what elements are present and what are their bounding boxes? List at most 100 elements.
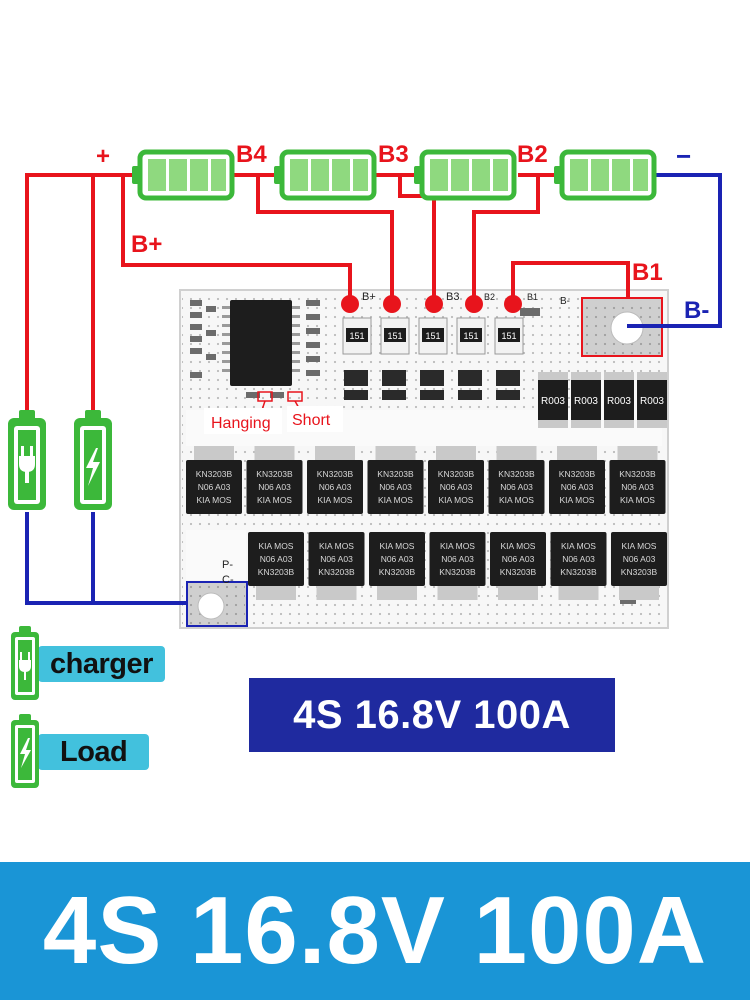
legend-label-charger: charger — [38, 646, 165, 682]
mosfet-marking: N06 A03 — [320, 554, 353, 564]
footer-title: 4S 16.8V 100A — [42, 877, 708, 984]
mosfet-marking: KN3203B — [560, 567, 597, 577]
resistor: 151 — [456, 317, 486, 355]
mosfet-marking: KN3203B — [559, 469, 596, 479]
board-b-plus-label: B+ — [362, 291, 376, 303]
resistor: 151 — [342, 317, 372, 355]
load-icon — [74, 410, 112, 510]
mosfet-marking: KIA MOS — [318, 495, 353, 505]
mosfet-marking: N06 A03 — [381, 554, 414, 564]
board-b2-label: B2 — [484, 292, 495, 302]
mosfet-marking: KN3203B — [258, 567, 295, 577]
board-p-minus-label: P- — [222, 559, 233, 571]
bms-ic-chip — [222, 300, 300, 386]
board-b3-label: B3 — [446, 291, 459, 303]
resistor: 151 — [494, 317, 524, 355]
mosfet-marking: N06 A03 — [260, 554, 293, 564]
shunt-resistor: R003 — [637, 372, 667, 428]
legend-item-load: Load — [10, 714, 150, 790]
mosfet-marking: KIA MOS — [259, 541, 294, 551]
mosfet-marking: N06 A03 — [621, 482, 654, 492]
mosfet-marking: N06 A03 — [379, 482, 412, 492]
battery-cell — [414, 149, 517, 201]
b3-label: B3 — [378, 141, 409, 168]
shunt-code: R003 — [640, 396, 664, 407]
mosfet-marking: KN3203B — [377, 469, 414, 479]
shunt-resistor: R003 — [538, 372, 568, 428]
mosfet-marking: N06 A03 — [500, 482, 533, 492]
bms-wiring-diagram: 151 151 151 151 151 R003 — [8, 141, 722, 629]
mosfet-marking: KIA MOS — [622, 541, 657, 551]
legend-label-load: Load — [38, 734, 150, 770]
mosfet-marking: KN3203B — [196, 469, 233, 479]
mosfet-marking: KN3203B — [317, 469, 354, 479]
mosfet-marking: KIA MOS — [380, 541, 415, 551]
resistor-code: 151 — [349, 331, 364, 341]
shunt-code: R003 — [541, 396, 565, 407]
charger-icon — [8, 410, 46, 510]
resistor-row: 151 151 151 151 151 — [342, 317, 524, 355]
battery-cell — [274, 149, 377, 201]
short-label: Short — [292, 412, 331, 429]
mosfet-marking: N06 A03 — [502, 554, 535, 564]
board-b1-label: B1 — [527, 292, 538, 302]
mosfet-marking: KN3203B — [619, 469, 656, 479]
mosfet-marking: KIA MOS — [620, 495, 655, 505]
mosfet-marking: KN3203B — [438, 469, 475, 479]
p-minus-pad — [186, 581, 248, 627]
footer-banner: 4S 16.8V 100A — [0, 862, 750, 1000]
mosfet-marking: KN3203B — [318, 567, 355, 577]
board-c-minus-label: C- — [222, 574, 234, 586]
b-plus-label: B+ — [131, 231, 162, 258]
mosfet-marking: KIA MOS — [560, 495, 595, 505]
shunt-resistor: R003 — [571, 372, 601, 428]
mosfet-marking: KIA MOS — [378, 495, 413, 505]
mosfet-marking: N06 A03 — [440, 482, 473, 492]
resistor: 151 — [380, 317, 410, 355]
resistor-code: 151 — [463, 331, 478, 341]
resistor-code: 151 — [425, 331, 440, 341]
mosfet-marking: KN3203B — [500, 567, 537, 577]
battery-cell — [132, 149, 235, 201]
lightning-icon — [11, 714, 39, 788]
mosfet-marking: KIA MOS — [319, 541, 354, 551]
plus-terminal-label: + — [96, 143, 110, 170]
resistor-code: 151 — [501, 331, 516, 341]
board-b-minus-label: B- — [560, 296, 570, 307]
small-transistors — [344, 370, 520, 400]
mosfet-marking: KIA MOS — [501, 541, 536, 551]
b1-label: B1 — [632, 259, 663, 286]
minus-terminal-label: − — [676, 141, 691, 171]
shunt-code: R003 — [607, 396, 631, 407]
hanging-label: Hanging — [211, 415, 271, 432]
mosfet-marking: N06 A03 — [319, 482, 352, 492]
solder-points — [341, 295, 522, 313]
shunt-code: R003 — [574, 396, 598, 407]
mosfet-marking: KN3203B — [379, 567, 416, 577]
mosfet-marking: N06 A03 — [562, 554, 595, 564]
hanging-short-markers: Hanging Short — [204, 391, 343, 434]
blue-wires — [25, 173, 722, 605]
battery-cell — [554, 149, 657, 201]
b-minus-label: B- — [684, 297, 709, 324]
mosfet-marking: N06 A03 — [258, 482, 291, 492]
mosfet-marking: N06 A03 — [623, 554, 656, 564]
b4-label: B4 — [236, 141, 267, 168]
mosfet-marking: KIA MOS — [499, 495, 534, 505]
plug-icon — [11, 626, 39, 700]
shunt-resistor: R003 — [604, 372, 634, 428]
